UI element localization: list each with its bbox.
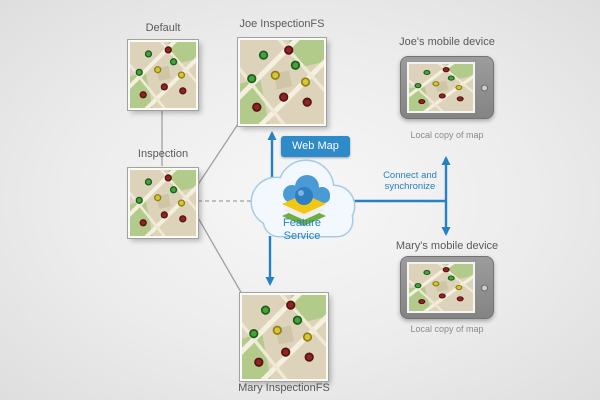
map-thumbnail-icon <box>130 170 196 236</box>
label-mary-inspectionfs: Mary InspectionFS <box>238 382 330 394</box>
geodatabase-connectors <box>161 110 254 295</box>
label-joe-inspectionfs: Joe InspectionFS <box>239 18 325 30</box>
caption-mary-local-copy: Local copy of map <box>410 324 484 334</box>
label-inspection: Inspection <box>137 148 189 160</box>
map-mary-inspectionfs <box>239 292 329 382</box>
label-mary-device: Mary's mobile device <box>395 240 499 252</box>
map-thumbnail-icon <box>409 264 473 311</box>
joe-tablet <box>400 56 494 119</box>
arcgis-logo-icon <box>282 187 326 226</box>
map-thumbnail-icon <box>130 42 196 108</box>
feature-service-cloud <box>246 154 358 250</box>
label-joe-device: Joe's mobile device <box>399 36 495 48</box>
tablet-home-button-icon <box>481 284 488 291</box>
map-default <box>127 39 199 111</box>
map-joe-inspectionfs <box>237 37 327 127</box>
map-inspection <box>127 167 199 239</box>
sync-arrows <box>265 131 451 286</box>
tablet-screen <box>407 62 475 113</box>
map-thumbnail-icon <box>409 64 473 111</box>
feature-service-label: Feature Service <box>283 217 321 242</box>
tablet-screen <box>407 262 475 313</box>
map-thumbnail-icon <box>240 40 324 124</box>
tablet-home-button-icon <box>481 84 488 91</box>
cloud-icon <box>250 159 356 238</box>
map-thumbnail-icon <box>242 295 326 379</box>
connect-synchronize-label: Connect and synchronize <box>383 170 437 192</box>
label-default-geodatabase: Default <box>145 22 181 34</box>
mary-tablet <box>400 256 494 319</box>
caption-joe-local-copy: Local copy of map <box>410 130 484 140</box>
web-map-badge: Web Map <box>281 136 350 157</box>
